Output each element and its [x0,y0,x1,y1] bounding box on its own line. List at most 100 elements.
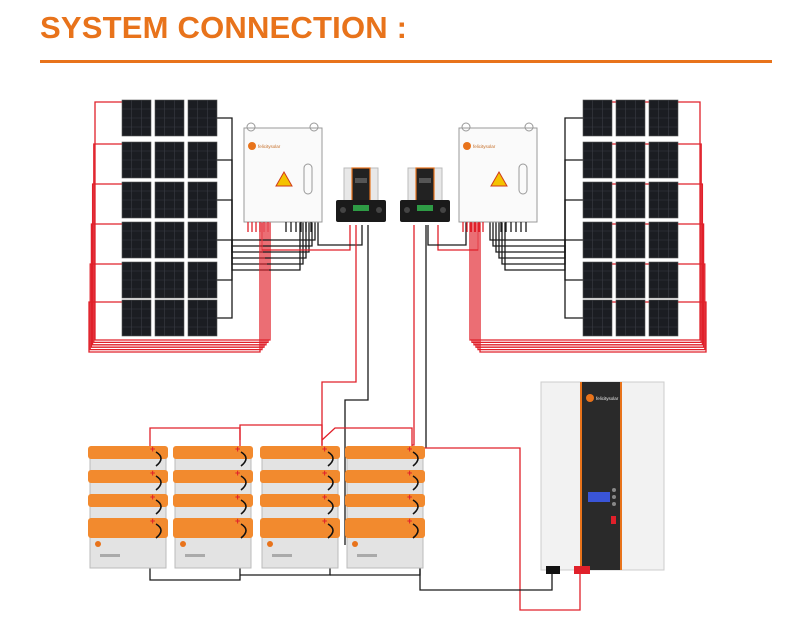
brand-logo-icon [248,142,256,150]
negative-terminal [546,566,560,574]
brand-logo: felicitysolar [596,396,619,401]
battery-jumper [327,499,334,515]
battery-jumper [240,523,247,539]
positive-terminal: + [322,516,327,526]
battery: + [88,516,168,569]
lcd-display [588,492,610,502]
solar-panel [582,221,613,259]
string-wire-positive [91,183,267,346]
inverter: felicitysolar [540,381,665,574]
battery-jumper [240,451,247,467]
string-wire-positive [89,222,263,351]
solar-panel [615,141,646,179]
combiner-box: felicitysolar [243,122,323,232]
solar-panel [154,221,185,259]
solar-panel [648,261,679,299]
solar-panel [121,141,152,179]
positive-terminal: + [407,444,412,454]
solar-panel [582,99,613,137]
battery: + [260,468,340,497]
battery-jumper [155,499,162,515]
solar-panel [582,181,613,219]
solar-panel [615,261,646,299]
battery-jumper [327,523,334,539]
solar-panel [187,141,218,179]
display [419,178,431,183]
string-wire-negative [217,222,310,253]
battery-link [149,427,241,446]
battery-bank: ++++++++++++++++ [88,444,425,569]
battery-jumper [327,475,334,491]
battery: + [173,516,253,569]
terminal-block [417,205,433,211]
battery: + [345,492,425,521]
string-wire-positive [88,222,261,353]
solar-panel [121,221,152,259]
positive-terminal: + [407,492,412,502]
charge-controller [400,167,450,222]
string-wire-negative [489,222,583,319]
positive-terminal: + [322,468,327,478]
battery-jumper [327,451,334,467]
string-wire-positive [90,222,265,348]
string-wire-negative [217,222,316,319]
control-button [612,488,616,492]
battery-jumper [412,475,419,491]
devices: felicitysolar felicitysolar felicitysolar [243,122,665,574]
battery-link [239,424,323,446]
power-switch [611,516,616,524]
positive-terminal: + [235,492,240,502]
battery-wire-positive [412,225,415,446]
solar-panel [187,221,218,259]
battery-jumper [155,523,162,539]
battery-jumper [412,499,419,515]
solar-panel-arrays [121,99,679,337]
solar-panel [154,299,185,337]
door-handle [303,163,313,195]
positive-terminal: + [235,468,240,478]
battery-jumper [155,451,162,467]
solar-panel [648,181,679,219]
solar-panel [154,261,185,299]
string-wire-positive [93,143,269,344]
solar-panel [615,181,646,219]
inverter-wire-positive [418,447,581,611]
battery-link [240,568,331,576]
solar-panel [121,181,152,219]
solar-panel [615,99,646,137]
battery-link [149,568,241,581]
solar-panel [154,181,185,219]
solar-panel [582,299,613,337]
string-wire-positive [94,101,271,341]
battery-link [321,427,413,446]
solar-panel [154,141,185,179]
solar-panel [582,261,613,299]
control-button [612,502,616,506]
solar-panel [154,99,185,137]
battery-jumper [155,475,162,491]
pv-wire [261,222,351,251]
positive-terminal: + [407,516,412,526]
battery: + [260,492,340,521]
battery: + [88,468,168,497]
pv-wire [317,222,363,246]
page-title: SYSTEM CONNECTION : [40,10,408,45]
positive-terminal: + [322,444,327,454]
solar-panel [187,299,218,337]
pv-wire [437,222,479,251]
positive-terminal: + [150,516,155,526]
battery-jumper [412,523,419,539]
charge-controller [336,167,386,222]
control-button [612,495,616,499]
brand-logo: felicitysolar [258,144,281,149]
pv-wire [427,222,467,246]
brand-logo: felicitysolar [473,144,496,149]
positive-terminal: + [407,468,412,478]
inverter-wire-negative [419,560,553,591]
battery-jumper [240,475,247,491]
battery: + [173,444,253,473]
positive-terminal: + [235,444,240,454]
solar-panel [582,141,613,179]
battery-jumper [412,451,419,467]
